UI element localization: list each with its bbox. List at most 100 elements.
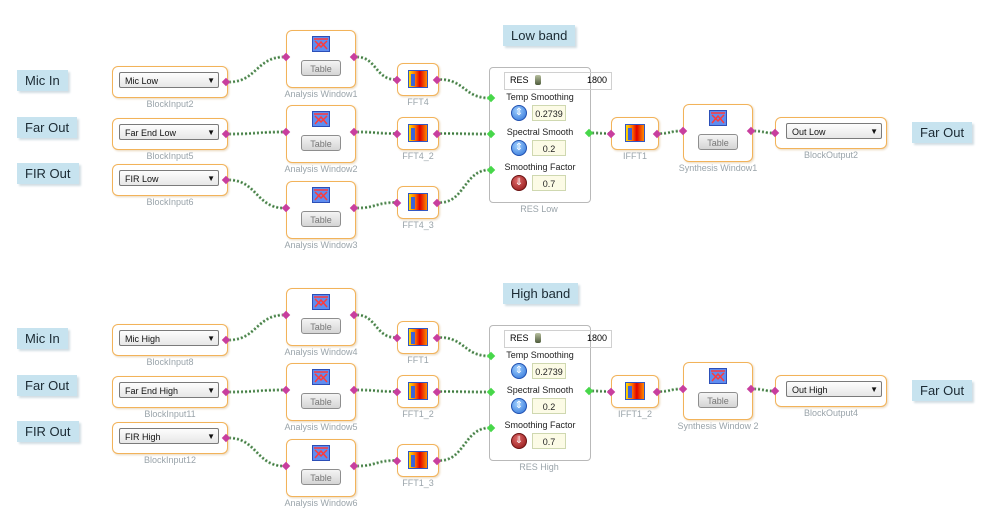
input-select[interactable]: FIR High▼	[119, 428, 219, 444]
connection-wire[interactable]	[439, 168, 490, 204]
connection-wire[interactable]	[356, 202, 396, 209]
connection-wire[interactable]	[591, 132, 610, 134]
connection-wire[interactable]	[228, 178, 285, 210]
table-button[interactable]: Table	[301, 393, 341, 409]
connection-wire[interactable]	[356, 460, 396, 467]
spectrum-icon	[408, 193, 428, 211]
connection-wire[interactable]	[439, 391, 490, 393]
chevron-down-icon[interactable]: ▼	[870, 385, 878, 394]
block-input[interactable]: Mic Low▼	[112, 66, 228, 98]
connection-wire[interactable]	[228, 131, 285, 135]
input-select[interactable]: Mic High▼	[119, 330, 219, 346]
connection-wire[interactable]	[439, 133, 490, 135]
connection-wire[interactable]	[356, 389, 396, 392]
connection-wire[interactable]	[659, 387, 682, 393]
param-value-field[interactable]: 0.2	[532, 398, 566, 414]
connection-wire[interactable]	[228, 55, 285, 84]
ifft-block[interactable]	[611, 117, 659, 150]
connection-wire[interactable]	[439, 78, 490, 100]
connection-wire[interactable]	[228, 179, 285, 209]
input-select[interactable]: Far End Low▼	[119, 124, 219, 140]
knob-icon[interactable]: ⇕	[511, 105, 527, 121]
input-select[interactable]: Far End High ▼	[119, 382, 219, 398]
connection-wire[interactable]	[439, 79, 490, 99]
synthesis-window-block[interactable]: Table	[683, 104, 753, 162]
connection-wire[interactable]	[228, 314, 285, 341]
analysis-window-block[interactable]: Table	[286, 288, 356, 346]
connection-wire[interactable]	[439, 337, 490, 357]
block-input[interactable]: Far End Low▼	[112, 118, 228, 150]
table-button[interactable]: Table	[301, 135, 341, 151]
fft-block[interactable]	[397, 117, 439, 150]
fft-block[interactable]	[397, 444, 439, 477]
param-value-field[interactable]: 0.7	[532, 175, 566, 191]
connection-wire[interactable]	[228, 313, 285, 342]
analysis-window-block[interactable]: Table	[286, 363, 356, 421]
block-input[interactable]: Mic High▼	[112, 324, 228, 356]
connection-wire[interactable]	[439, 336, 490, 358]
param-value-field[interactable]: 0.2739	[532, 105, 566, 121]
connection-wire[interactable]	[439, 427, 490, 461]
analysis-window-block[interactable]: Table	[286, 439, 356, 497]
synthesis-window-block[interactable]: Table	[683, 362, 753, 420]
table-button[interactable]: Table	[698, 392, 738, 408]
param-value-field[interactable]: 0.2	[532, 140, 566, 156]
connection-wire[interactable]	[439, 426, 490, 462]
output-select[interactable]: Out Low▼	[786, 123, 882, 139]
block-input[interactable]: FIR Low▼	[112, 164, 228, 196]
table-button[interactable]: Table	[301, 60, 341, 76]
connection-wire[interactable]	[356, 56, 396, 80]
chevron-down-icon[interactable]: ▼	[207, 432, 215, 441]
knob-icon[interactable]: ⇕	[511, 398, 527, 414]
connection-wire[interactable]	[356, 55, 396, 81]
analysis-window-block[interactable]: Table	[286, 30, 356, 88]
input-select-value: Far End High	[125, 386, 179, 396]
chevron-down-icon[interactable]: ▼	[207, 174, 215, 183]
output-select[interactable]: Out High▼	[786, 381, 882, 397]
input-select[interactable]: FIR Low▼	[119, 170, 219, 186]
connection-wire[interactable]	[659, 129, 682, 135]
table-button[interactable]: Table	[301, 318, 341, 334]
knob-down-icon[interactable]: ⇓	[511, 175, 527, 191]
connection-wire[interactable]	[228, 437, 285, 467]
chevron-down-icon[interactable]: ▼	[207, 76, 215, 85]
block-input[interactable]: Far End High ▼	[112, 376, 228, 408]
chevron-down-icon[interactable]: ▼	[870, 127, 878, 136]
connection-wire[interactable]	[228, 436, 285, 468]
table-button[interactable]: Table	[301, 469, 341, 485]
connection-wire[interactable]	[228, 56, 285, 83]
connection-wire[interactable]	[356, 201, 396, 210]
connection-wire[interactable]	[356, 313, 396, 339]
knob-down-icon[interactable]: ⇓	[511, 433, 527, 449]
analysis-window-block[interactable]: Table	[286, 105, 356, 163]
block-input[interactable]: FIR High▼	[112, 422, 228, 454]
knob-icon[interactable]: ⇕	[511, 363, 527, 379]
table-button[interactable]: Table	[301, 211, 341, 227]
block-output[interactable]: Out Low▼	[775, 117, 887, 149]
chevron-down-icon[interactable]: ▼	[207, 128, 215, 137]
analysis-window-block[interactable]: Table	[286, 181, 356, 239]
connection-wire[interactable]	[439, 169, 490, 203]
table-button[interactable]: Table	[698, 134, 738, 150]
param-value-field[interactable]: 0.7	[532, 433, 566, 449]
block-caption: FFT4	[407, 97, 429, 107]
connection-wire[interactable]	[356, 131, 396, 134]
block-caption: Analysis Window3	[284, 240, 358, 250]
connection-wire[interactable]	[659, 130, 682, 134]
input-select[interactable]: Mic Low▼	[119, 72, 219, 88]
fft-block[interactable]	[397, 63, 439, 96]
connection-wire[interactable]	[228, 389, 285, 393]
knob-icon[interactable]: ⇕	[511, 140, 527, 156]
connection-wire[interactable]	[356, 459, 396, 468]
fft-block[interactable]	[397, 375, 439, 408]
chevron-down-icon[interactable]: ▼	[207, 386, 215, 395]
param-value-field[interactable]: 0.2739	[532, 363, 566, 379]
chevron-down-icon[interactable]: ▼	[207, 334, 215, 343]
connection-wire[interactable]	[356, 314, 396, 338]
connection-wire[interactable]	[591, 390, 610, 392]
connection-wire[interactable]	[659, 388, 682, 392]
block-output[interactable]: Out High▼	[775, 375, 887, 407]
